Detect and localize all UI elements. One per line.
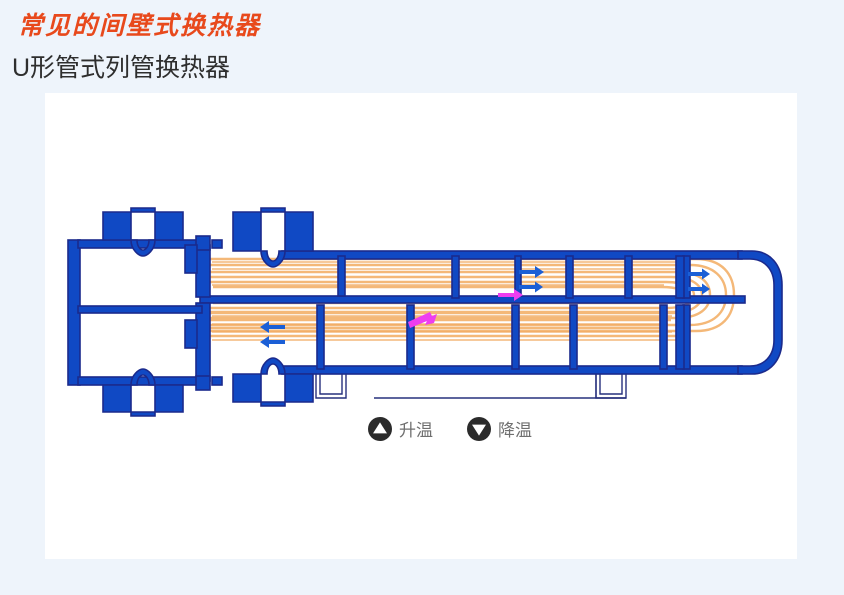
shell-upper-inlet-nozzle (232, 207, 314, 268)
slide-title-sub: U形管式列管换热器 (12, 54, 231, 82)
legend-label-temperature-drop: 降温 (498, 421, 532, 440)
shell-lower-outlet-nozzle (232, 357, 314, 407)
support-saddle (315, 374, 627, 399)
legend-item-temperature-drop: 降温 (467, 416, 532, 441)
head-divider-plate (77, 305, 203, 314)
legend-label-temperature-rise: 升温 (399, 421, 433, 440)
legend-item-temperature-rise: 升温 (368, 416, 433, 441)
channel-head (77, 239, 204, 386)
shell-side-flow-arrow (408, 289, 523, 328)
slide-title-main: 常见的间壁式换热器 (18, 13, 262, 40)
transverse-baffle (337, 255, 691, 299)
transverse-baffle (316, 304, 691, 370)
shell-head-flange (184, 235, 223, 391)
triangle-up-icon (368, 416, 392, 441)
longitudinal-baffle (199, 295, 746, 304)
lower-outlet-nozzle (102, 368, 184, 417)
tube-side-flow-arrow (260, 266, 710, 348)
upper-inlet-nozzle (102, 207, 184, 257)
legend: 升温 降温 (368, 416, 532, 441)
triangle-down-icon (467, 416, 491, 441)
